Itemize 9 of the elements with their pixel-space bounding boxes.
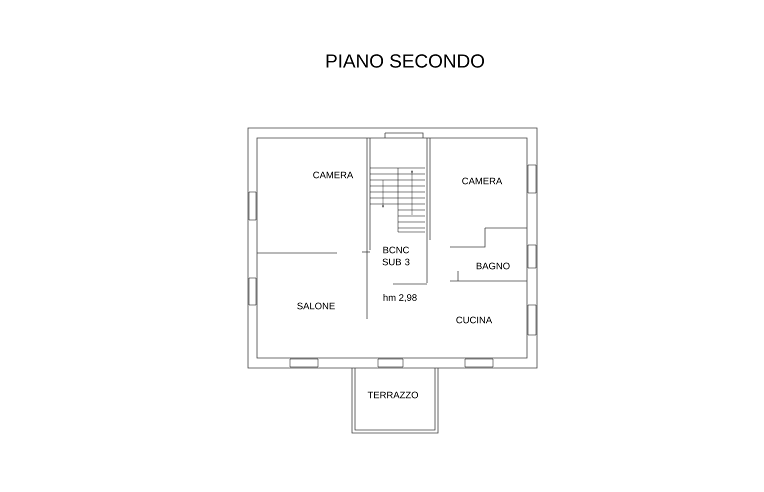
room-label: SALONE bbox=[297, 302, 335, 310]
room-label: BAGNO bbox=[476, 262, 510, 270]
room-label: BCNC SUB 3 bbox=[382, 246, 410, 266]
room-label: CAMERA bbox=[462, 178, 502, 184]
room-label: CUCINA bbox=[456, 316, 492, 324]
room-label: CAMERA bbox=[313, 172, 354, 178]
room-label: TERRAZZO bbox=[368, 392, 418, 398]
title: PIANO SECONDO bbox=[326, 54, 484, 68]
room-label: hm 2,98 bbox=[384, 294, 417, 302]
